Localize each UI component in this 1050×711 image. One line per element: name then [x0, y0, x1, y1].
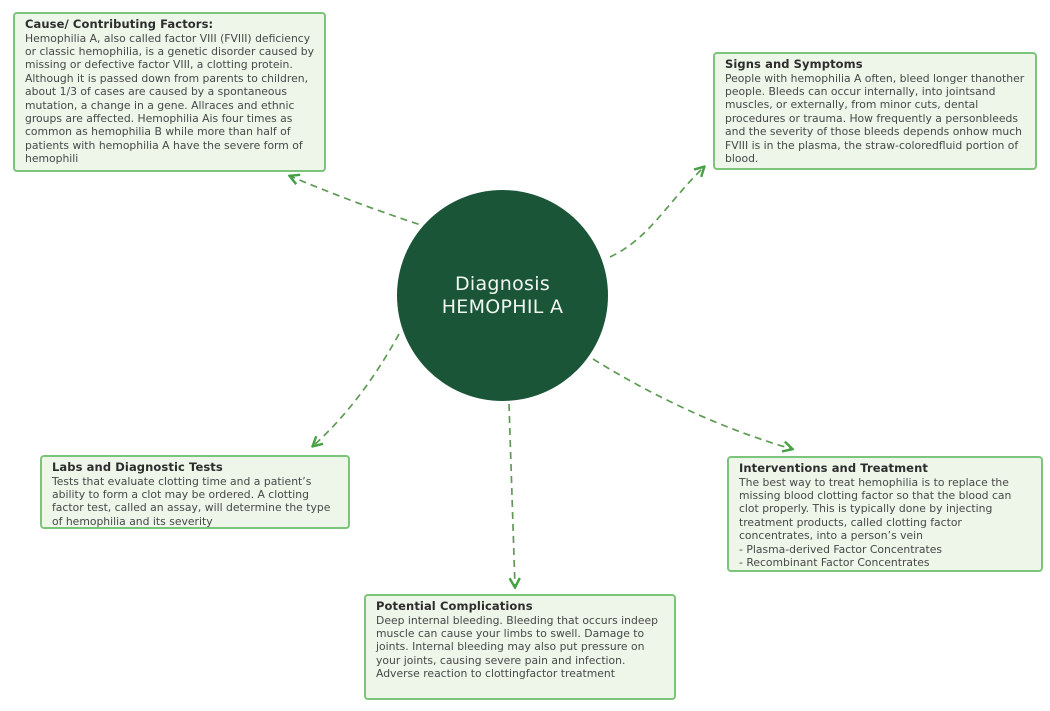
node-signs-body: People with hemophilia A often, bleed lo… — [725, 71, 1025, 165]
center-node-title-line2: HEMOPHIL A — [441, 295, 564, 318]
edge-center-to-signs-symptoms — [609, 167, 704, 258]
center-node-diagnosis: Diagnosis HEMOPHIL A — [397, 190, 608, 401]
node-interventions-treatment: Interventions and Treatment The best way… — [727, 456, 1043, 572]
edge-center-to-labs-tests — [313, 333, 400, 446]
node-labs-body: Tests that evaluate clotting time and a … — [52, 474, 331, 528]
center-node-title-line1: Diagnosis — [454, 272, 551, 295]
node-labs-title: Labs and Diagnostic Tests — [52, 460, 223, 474]
node-complications-body: Deep internal bleeding. Bleeding that oc… — [376, 613, 658, 681]
node-signs-title: Signs and Symptoms — [725, 57, 863, 71]
node-interventions-title: Interventions and Treatment — [739, 461, 928, 475]
node-labs-diagnostic-tests: Labs and Diagnostic Tests Tests that eva… — [40, 455, 350, 529]
node-cause-title: Cause/ Contributing Factors: — [25, 17, 214, 31]
edge-center-to-complications — [508, 403, 515, 587]
node-interventions-body: The best way to treat hemophilia is to r… — [739, 475, 1012, 569]
node-complications-title: Potential Complications — [376, 599, 533, 613]
node-cause-factors: Cause/ Contributing Factors: Hemophilia … — [13, 12, 326, 172]
edge-center-to-interventions — [592, 358, 792, 449]
node-potential-complications: Potential Complications Deep internal bl… — [364, 594, 676, 700]
edge-center-to-cause-factors — [290, 176, 431, 229]
node-signs-symptoms: Signs and Symptoms People with hemophili… — [713, 52, 1037, 170]
node-cause-body: Hemophilia A, also called factor VIII (F… — [25, 31, 315, 166]
